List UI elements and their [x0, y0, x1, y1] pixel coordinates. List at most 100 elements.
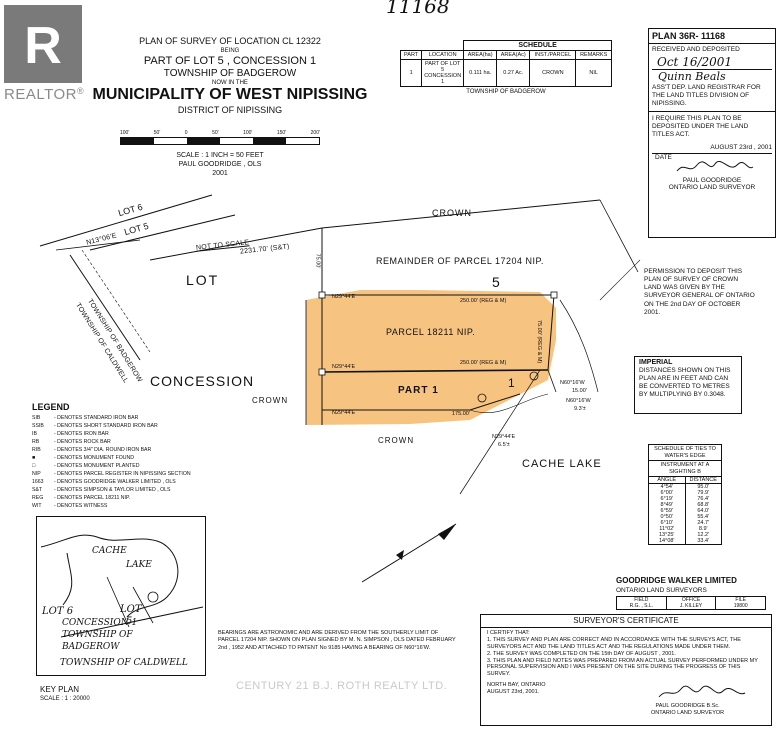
- plan-registration-box: PLAN 36R- 11168 RECEIVED AND DEPOSITED O…: [648, 28, 776, 238]
- ties-row: 4°54'95.0': [649, 484, 721, 491]
- require-date: AUGUST 23rd , 2001: [710, 143, 772, 151]
- legend-item: □- DENOTES MONUMENT PLANTED: [32, 462, 242, 470]
- scale-bar-labels: 100' 50' 0 50' 100' 150' 200': [120, 130, 320, 136]
- label-part-1: PART 1: [398, 385, 439, 396]
- legend-code: SIB: [32, 415, 41, 421]
- title-line2: BEING: [220, 48, 240, 54]
- ties-row: 8°49'68.8': [649, 502, 721, 509]
- ties-distance: 33.4': [697, 538, 710, 545]
- certificate-signer-block: PAUL GOODRIDGE B.Sc. ONTARIO LAND SURVEY…: [651, 703, 724, 717]
- scale-label: 50': [153, 130, 161, 136]
- legend-item: SSIB- DENOTES SHORT STANDARD IRON BAR: [32, 422, 242, 430]
- imperial-title: IMPERIAL: [639, 359, 673, 366]
- scale-label: 50': [212, 130, 219, 136]
- ties-angle: 13°25': [649, 532, 686, 539]
- title-district: DISTRICT OF NIPISSING: [177, 105, 283, 115]
- key-plan-sketch: [40, 534, 204, 638]
- ties-row: 6°19'76.4': [649, 496, 721, 503]
- ties-row: 6°10'24.7': [649, 520, 721, 527]
- ties-angle: 11°02': [649, 526, 686, 533]
- scale-year: 2001: [212, 170, 228, 177]
- legend-text: - DENOTES SHORT STANDARD IRON BAR: [54, 423, 158, 429]
- scale-label: 100': [243, 130, 253, 136]
- realtor-wordmark: REALTOR®: [4, 86, 84, 103]
- imperial-box: IMPERIAL DISTANCES SHOWN ON THIS PLAN AR…: [634, 356, 742, 414]
- ties-table: SCHEDULE OF TIES TO WATER'S EDGE INSTRUM…: [648, 444, 722, 546]
- ties-distance: 55.4': [697, 514, 710, 521]
- legend-item: IB- DENOTES IRON BAR: [32, 430, 242, 438]
- legend-text: - DENOTES GOODRIDGE WALKER LIMITED , OLS: [54, 479, 176, 485]
- scale-label: 0: [184, 130, 188, 136]
- scale-text: SCALE : 1 INCH = 50 FEET: [176, 152, 264, 159]
- legend: LEGEND SIB- DENOTES STANDARD IRON BAR SS…: [32, 402, 242, 510]
- legend-title: LEGEND: [32, 402, 70, 412]
- legend-item: S&T- DENOTES SIMPSON & TAYLOR LIMITED , …: [32, 486, 242, 494]
- legend-item: RB- DENOTES ROCK BAR: [32, 438, 242, 446]
- label-n29-d: N29°44'E: [492, 434, 516, 440]
- label-9-3: 9.3'±: [574, 406, 586, 412]
- schedule-cell: 0.27 Ac.: [496, 59, 531, 87]
- parcel-highlight: [306, 290, 556, 425]
- scale-label: 150': [276, 130, 287, 136]
- schedule-cell: 1: [399, 59, 423, 87]
- label-lot: LOT: [186, 272, 220, 288]
- label-remainder: REMAINDER OF PARCEL 17204 NIP.: [376, 256, 544, 266]
- title-line4: TOWNSHIP OF BADGEROW: [163, 68, 297, 79]
- legend-text: - DENOTES WITNESS: [54, 503, 108, 509]
- date-label: DATE: [652, 152, 772, 161]
- plan-number: PLAN 36R- 11168: [649, 29, 775, 44]
- realtor-reg: ®: [76, 86, 85, 96]
- title-line1: PLAN OF SURVEY OF LOCATION CL 12322: [139, 36, 321, 46]
- ties-header-row: ANGLE DISTANCE: [649, 477, 721, 485]
- key-plan: [36, 516, 206, 676]
- ties-rows: 4°54'95.0'6°00'79.9'6°19'76.4'8°49'68.8'…: [649, 484, 721, 545]
- certificate-p3: 3. THIS PLAN AND FIELD NOTES WAS PREPARE…: [487, 657, 758, 678]
- label-n60-b: N60°16'W: [566, 398, 591, 404]
- signer-name: PAUL GOODRIDGE: [682, 176, 742, 184]
- label-175: 175.00': [452, 411, 470, 417]
- label-15: 15.00': [572, 388, 587, 394]
- legend-text: - DENOTES MONUMENT FOUND: [54, 455, 135, 461]
- label-250-a: 250.00' (REG & M): [460, 298, 507, 304]
- ties-row: 14°08' 33.4': [649, 538, 721, 545]
- legend-text: - DENOTES IRON BAR: [54, 431, 109, 437]
- ties-row: 0°50'55.4': [649, 514, 721, 521]
- ties-row: 13°25'12.2': [649, 532, 721, 539]
- registrar-text: ASS'T DEP. LAND REGISTRAR FOR THE LAND T…: [652, 84, 761, 107]
- scale-label: 200': [310, 130, 320, 136]
- ties-angle: 6°19': [649, 496, 686, 503]
- ties-distance: 95.0': [697, 484, 710, 491]
- legend-text: - DENOTES MONUMENT PLANTED: [54, 463, 140, 469]
- ties-distance: 24.7': [697, 520, 710, 527]
- realtor-text: REALTOR: [4, 86, 77, 103]
- label-75-a: 75.00': [314, 253, 321, 269]
- certificate-date: AUGUST 23rd, 2001.: [487, 689, 540, 695]
- certificate-p2: 2. THE SURVEY WAS COMPLETED ON THE 15th …: [487, 650, 676, 657]
- key-lot-5: LOT: [120, 604, 142, 615]
- certificate-place: NORTH BAY, ONTARIO: [487, 682, 546, 689]
- schedule-cell: CROWN: [529, 59, 577, 87]
- legend-item: NIP- DENOTES PARCEL REGISTER IN NIPISSIN…: [32, 470, 242, 478]
- realtor-logo: R: [4, 5, 82, 83]
- legend-code: WIT: [32, 503, 42, 509]
- label-6-5: 6.5'±: [498, 442, 510, 448]
- legend-code: 1663: [32, 479, 44, 485]
- scale-bar-segments: [120, 137, 320, 145]
- ties-angle: 14°08': [649, 538, 686, 545]
- certificate-signature: [658, 685, 746, 698]
- ties-title: SCHEDULE OF TIES TO WATER'S EDGE: [649, 445, 721, 462]
- label-concession: CONCESSION: [150, 373, 255, 389]
- certificate-signer-title: ONTARIO LAND SURVEYOR: [651, 709, 725, 716]
- ties-distance: 8.9': [698, 526, 708, 533]
- require-text: I REQUIRE THIS PLAN TO BE DEPOSITED UNDE…: [649, 111, 775, 141]
- ties-instrument: INSTRUMENT AT A SIGHTING B: [649, 461, 721, 478]
- company-block: GOODRIDGE WALKER LIMITED ONTARIO LAND SU…: [616, 576, 776, 610]
- legend-text: - DENOTES SIMPSON & TAYLOR LIMITED , OLS: [54, 487, 171, 493]
- label-75-b: 75.00' (REG & M): [536, 320, 542, 364]
- schedule-cell: NIL: [575, 59, 612, 87]
- ties-row: 11°02' 8.9': [649, 526, 721, 533]
- label-250-b: 250.00' (REG & M): [460, 360, 507, 366]
